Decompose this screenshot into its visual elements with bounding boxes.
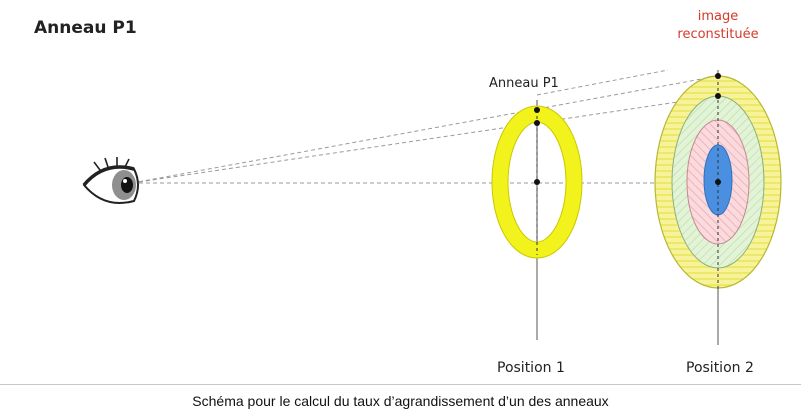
ring-p1 — [491, 100, 583, 340]
image-center-point — [715, 179, 721, 185]
image-inner-point — [715, 93, 721, 99]
image-label-line-2: reconstituée — [677, 27, 759, 42]
sight-line-top — [131, 75, 719, 184]
image-top-point — [715, 73, 721, 79]
diagram-title: Anneau P1 — [34, 18, 137, 38]
ring-label: Anneau P1 — [489, 76, 559, 91]
figure-caption: Schéma pour le calcul du taux d’agrandis… — [192, 393, 609, 409]
sight-line-upper-ext — [536, 69, 669, 96]
sight-lines — [131, 69, 760, 184]
ring-p1-top-point — [534, 107, 540, 113]
position-1-label: Position 1 — [497, 360, 565, 376]
sight-line-mid — [131, 95, 719, 184]
ring-p1-center-point — [534, 179, 540, 185]
reconstructed-image — [654, 70, 782, 345]
caption-divider — [0, 384, 801, 385]
image-label: image reconstituée — [668, 8, 768, 44]
image-label-line-1: image — [697, 9, 739, 24]
eye-icon — [82, 157, 139, 204]
ring-p1-inner-point — [534, 120, 540, 126]
position-2-label: Position 2 — [686, 360, 754, 376]
